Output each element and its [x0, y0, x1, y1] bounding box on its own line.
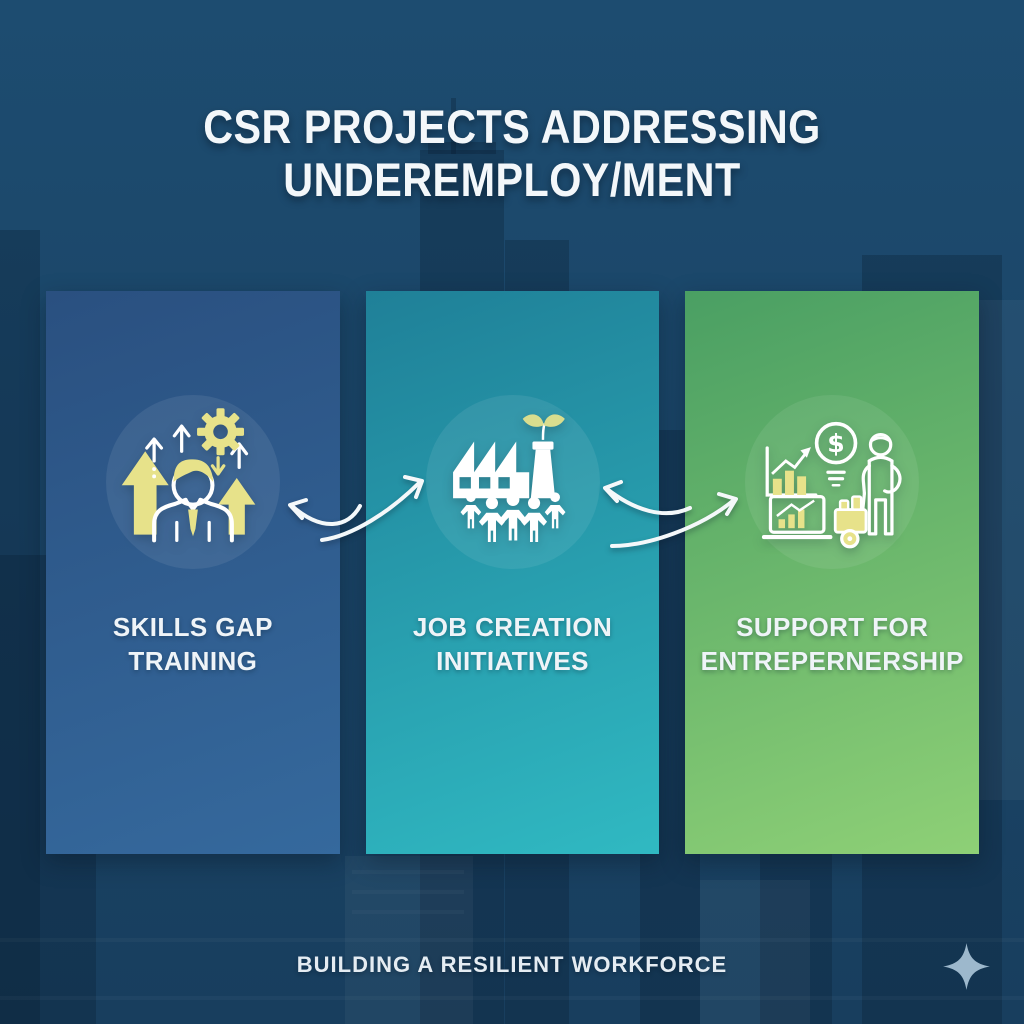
card-label-line-2: INITIATIVES	[436, 645, 589, 676]
sparkle-icon	[943, 943, 990, 990]
card-support-for-entrepreneurship: $	[685, 291, 980, 854]
skills-growth-icon	[121, 408, 256, 543]
page-title-line-2: UNDEREMPLOY/MENT	[283, 153, 741, 207]
card-label-line-2: ENTREPERNERSHIP	[700, 645, 964, 676]
card-job-creation-initiatives: JOB CREATION INITIATIVES	[365, 291, 660, 854]
card-label-line-1: JOB CREATION	[412, 612, 613, 642]
icon-circle: $	[745, 395, 920, 569]
page-title-line-1: CSR PROJECTS ADDRESSING	[203, 100, 821, 153]
card-label-line-1: SKILLS GAP	[112, 612, 273, 642]
card-label: JOB CREATION INITIATIVES	[366, 611, 660, 679]
card-label: SUPPORT FOR ENTREPERNERSHIP	[685, 611, 979, 679]
page-title: CSR PROJECTS ADDRESSING UNDEREMPLOY/MENT	[61, 100, 962, 206]
cards-row: SKILLS GAP TRAINING	[46, 291, 980, 854]
icon-circle	[425, 395, 600, 569]
icon-circle	[105, 395, 280, 569]
factory-workers-icon	[452, 414, 565, 542]
svg-text:$: $	[827, 429, 844, 458]
entrepreneurship-icon: $	[762, 421, 902, 549]
card-label: SKILLS GAP TRAINING	[46, 611, 340, 679]
card-label-line-1: SUPPORT FOR	[736, 612, 929, 642]
workforce-caption: BUILDING A RESILIENT WORKFORCE	[296, 952, 728, 977]
card-label-line-2: TRAINING	[128, 645, 258, 676]
card-skills-gap-training: SKILLS GAP TRAINING	[46, 291, 340, 854]
